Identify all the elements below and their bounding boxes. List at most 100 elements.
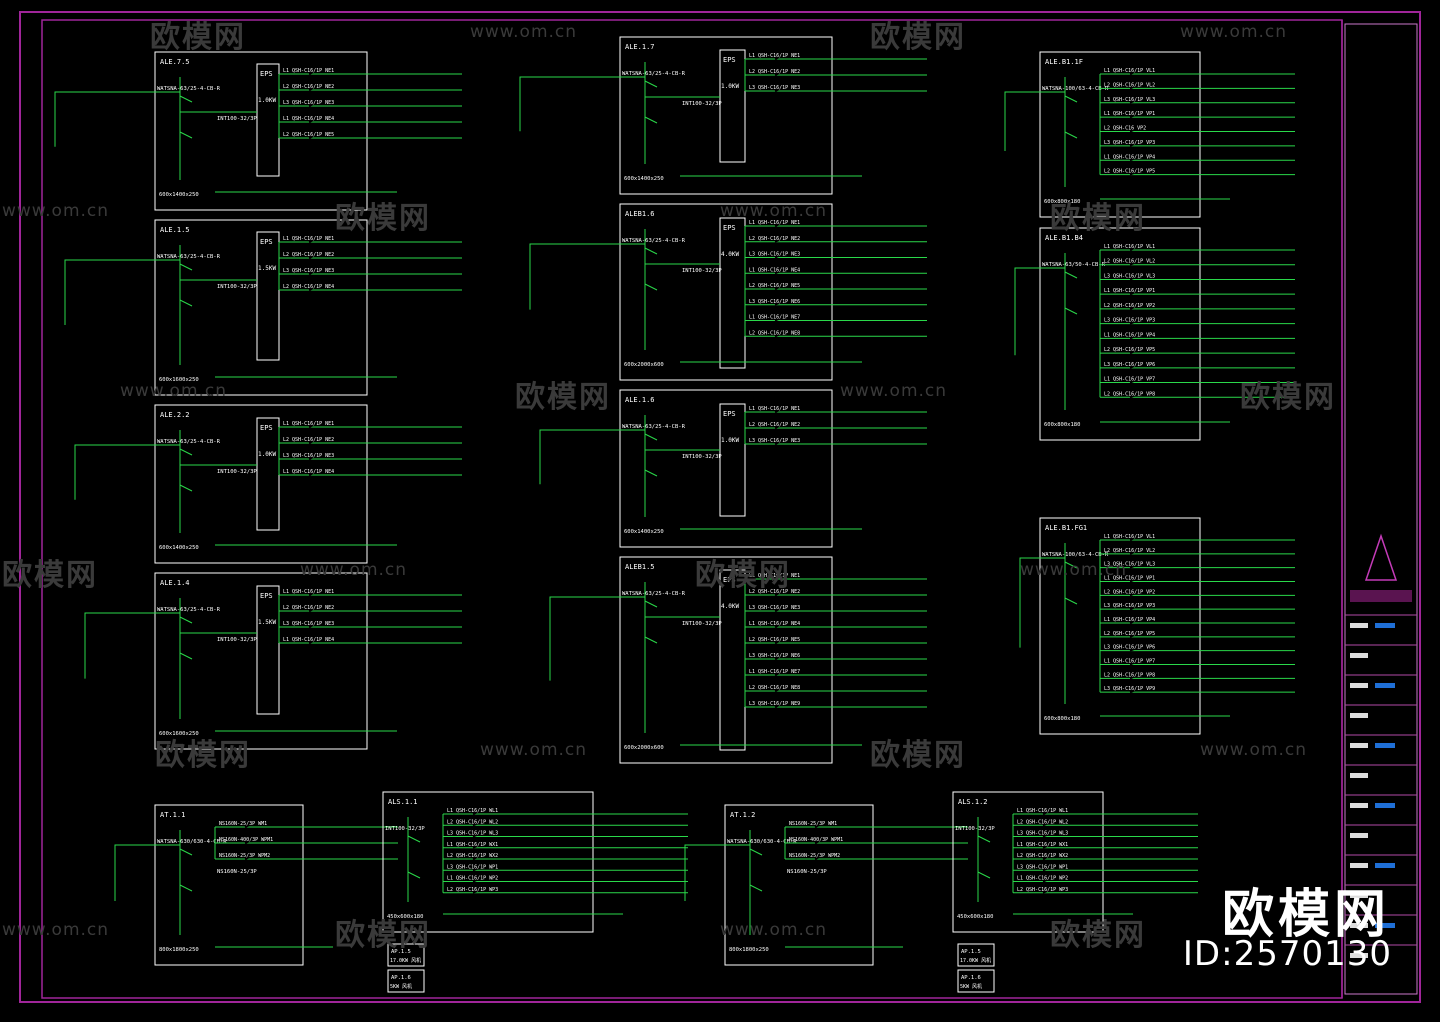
title-block-field-label xyxy=(1350,743,1368,748)
circuit-gap xyxy=(472,809,484,815)
circuit-gap xyxy=(308,622,320,628)
breaker-symbol xyxy=(179,884,193,892)
circuit-gap xyxy=(774,299,786,306)
circuit-gap xyxy=(308,253,320,259)
breaker-symbol xyxy=(179,848,193,856)
circuit-gap xyxy=(774,268,786,275)
panel-label: ALE.2.2 xyxy=(160,411,190,419)
circuit-gap xyxy=(1129,590,1141,597)
panel-label: ALE.1.4 xyxy=(160,579,190,587)
circuit-gap xyxy=(308,269,320,275)
circuit-label: L1 QSH-C16/1P VP7 xyxy=(1104,377,1155,383)
panel-13: AT.1.2WATSNA-630/630-4-CB-RNS160N-25/3P8… xyxy=(684,804,968,966)
circuit-label: NS160N-400/3P WPM1 xyxy=(219,837,273,843)
circuit-label: L2 QSH-C16/1P NE2 xyxy=(283,252,334,258)
circuit-label: L3 QSH-C16/1P WL3 xyxy=(1017,831,1068,837)
circuit-gap xyxy=(1042,842,1054,849)
circuit-gap xyxy=(472,887,484,894)
feed-cable xyxy=(1004,91,1065,151)
breaker-symbol xyxy=(644,600,658,608)
circuit-gap xyxy=(1129,362,1141,369)
sub-breaker-label: INT100-32/3P xyxy=(682,454,722,460)
circuit-label: L2 QSH-C16/1P WL2 xyxy=(447,819,498,825)
title-block-name-bar xyxy=(1350,590,1412,602)
eps-box xyxy=(719,49,746,163)
circuit-label: NS160N-25/3P WPM2 xyxy=(219,853,270,859)
circuit-label: L1 QSH-C16/1P VP1 xyxy=(1104,111,1155,117)
circuit-gap xyxy=(1129,687,1141,694)
circuit-label: L1 QSH-C16/1P NE1 xyxy=(749,573,800,579)
circuit-gap xyxy=(472,831,484,838)
circuit-label: L1 QSH-C16/1P NE4 xyxy=(749,267,800,273)
circuit-gap xyxy=(308,85,320,91)
circuit-gap xyxy=(1129,245,1141,251)
circuit-label: L3 QSH-C16/1P NE6 xyxy=(749,299,800,305)
title-block-field-label xyxy=(1350,623,1368,628)
circuit-label: L3 QSH-C16/1P WP1 xyxy=(447,864,498,870)
circuit-label: L3 QSH-C16/1P VP3 xyxy=(1104,603,1155,609)
circuit-gap xyxy=(1129,618,1141,624)
breaker-symbol xyxy=(644,247,658,255)
breaker-symbol xyxy=(179,484,193,492)
circuit-gap xyxy=(1129,392,1141,399)
circuit-gap xyxy=(1129,155,1141,162)
circuit-label: L3 QSH-C16/1P NE9 xyxy=(749,701,800,707)
panel-label: ALE.B1.B4 xyxy=(1045,234,1083,242)
circuit-label: L3 QSH-C16/1P NE3 xyxy=(749,438,800,444)
main-breaker-label: WATSNA-63/25-4-CB-R xyxy=(157,607,221,613)
circuit-label: L1 QSH-C16/1P WX1 xyxy=(1017,842,1068,848)
eps-label: EPS xyxy=(723,410,736,418)
panel-box xyxy=(154,572,368,750)
outer-frame xyxy=(19,11,1421,1003)
breaker-symbol xyxy=(1064,307,1078,315)
circuit-gap xyxy=(1129,348,1141,355)
breaker-symbol xyxy=(977,871,991,879)
circuit-label: L1 QSH-C16/1P VL1 xyxy=(1104,244,1155,250)
sub-breaker-label: INT100-32/3P xyxy=(682,621,722,627)
panel-8: ALE.B1.1FWATSNA-100/63-4-CB-R600x800x180… xyxy=(1004,51,1295,218)
panel-label: ALEB1.5 xyxy=(625,563,655,571)
panel-size-label: 800x1800x250 xyxy=(159,947,199,953)
panel-11: AT.1.1WATSNA-630/630-4-CB-RNS160N-25/3P8… xyxy=(114,804,398,966)
circuit-gap xyxy=(308,438,320,444)
sub-breaker-label: NS160N-25/3P xyxy=(217,869,257,875)
circuit-label: L3 QSH-C16/1P NE3 xyxy=(283,100,334,106)
circuit-gap xyxy=(1129,659,1141,666)
panel-size-label: 600x1600x250 xyxy=(159,731,199,737)
panel-size-label: 600x1400x250 xyxy=(159,192,199,198)
circuit-gap xyxy=(1042,820,1054,827)
circuit-label: L2 QSH-C16/1P VP2 xyxy=(1104,589,1155,595)
eps-rating: 1.0KW xyxy=(258,451,276,458)
feed-cable xyxy=(64,259,180,325)
circuit-gap xyxy=(774,284,786,290)
circuit-gap xyxy=(774,54,786,60)
title-block-field-value xyxy=(1375,623,1395,628)
eps-label: EPS xyxy=(260,70,273,78)
circuit-label: L1 QSH-C16/1P NE7 xyxy=(749,315,800,321)
eps-rating: 1.0KW xyxy=(721,437,739,444)
circuit-gap xyxy=(308,454,320,460)
main-breaker-label: WATSNA-63/25-4-CB-R xyxy=(622,71,686,77)
circuit-label: L3 QSH-C16/1P VP6 xyxy=(1104,645,1155,651)
panel-size-label: 600x2000x600 xyxy=(624,745,664,751)
circuit-gap xyxy=(244,822,256,828)
circuit-label: L3 QSH-C16/1P VP3 xyxy=(1104,318,1155,324)
circuit-label: L2 QSH-C16/1P WL2 xyxy=(1017,819,1068,825)
circuit-label: L1 QSH-C16/1P VP4 xyxy=(1104,332,1155,338)
circuit-label: L2 QSH-C16/1P NE8 xyxy=(749,685,800,691)
circuit-label: L2 QSH-C16/1P VP5 xyxy=(1104,169,1155,175)
circuit-gap xyxy=(308,470,320,476)
breaker-symbol xyxy=(749,848,763,856)
title-block-field-label xyxy=(1350,773,1368,778)
circuit-gap xyxy=(1129,112,1141,119)
circuit-gap xyxy=(308,606,320,612)
circuit-gap xyxy=(1129,548,1141,555)
circuit-label: L2 QSH-C16/1P NE2 xyxy=(749,69,800,75)
panel-box xyxy=(619,556,833,764)
panel-label: ALE.B1.1F xyxy=(1045,58,1083,66)
load-box-2: AP.1.517.0KW 风机 xyxy=(957,943,995,967)
circuit-gap xyxy=(308,237,320,243)
breaker-symbol xyxy=(179,95,193,103)
panel-label: AT.1.1 xyxy=(160,811,185,819)
